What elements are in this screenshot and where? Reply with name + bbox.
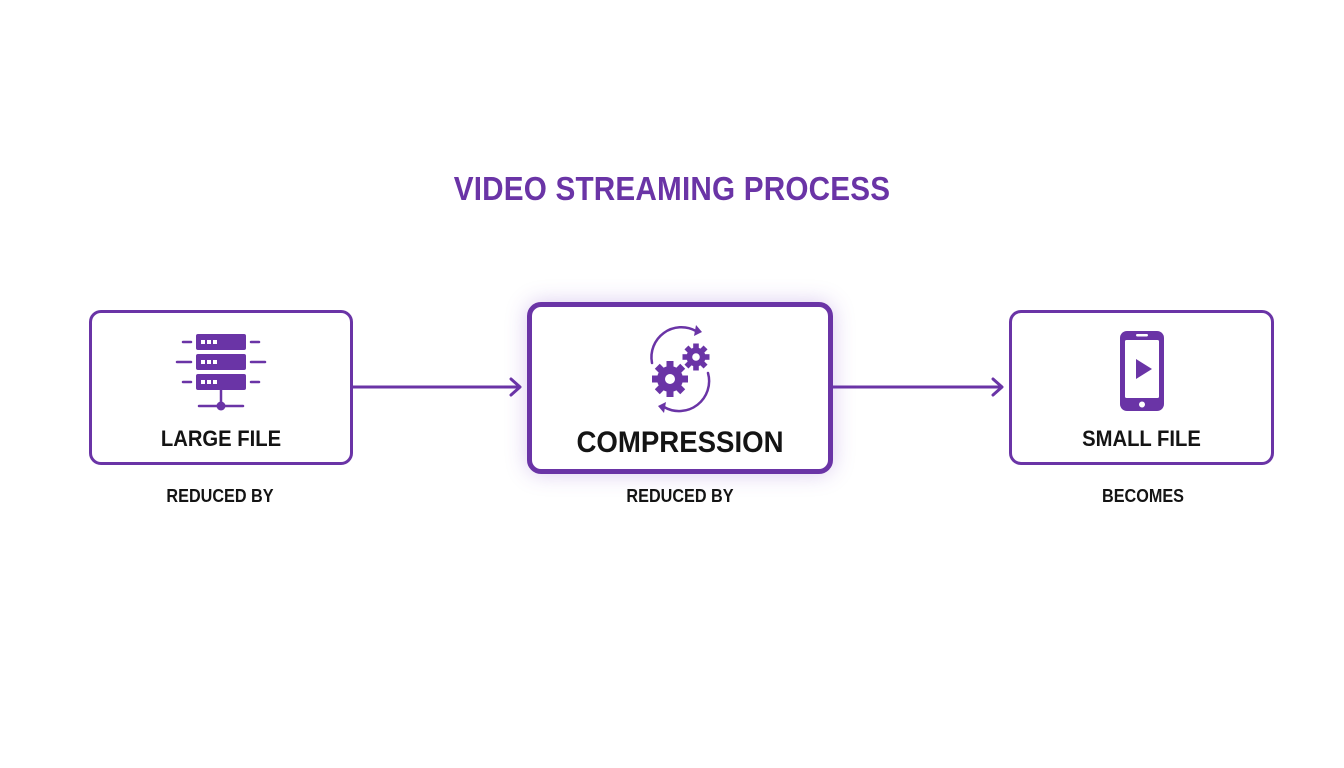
- caption-small-file: BECOMES: [1102, 486, 1184, 506]
- caption-large-file: REDUCED BY: [166, 486, 274, 506]
- arrow-large-to-compression: [353, 377, 522, 397]
- arrow-compression-to-small: [833, 377, 1004, 397]
- node-label: COMPRESSION: [576, 426, 784, 459]
- gears-icon: [638, 323, 722, 415]
- node-label: LARGE FILE: [160, 426, 282, 451]
- smartphone-play-icon: [1116, 329, 1168, 415]
- caption-compression: REDUCED BY: [626, 486, 734, 506]
- node-compression: COMPRESSION: [527, 302, 833, 474]
- diagram-title: VIDEO STREAMING PROCESS: [453, 170, 891, 207]
- node-small-file: SMALL FILE: [1009, 310, 1274, 465]
- node-large-file: LARGE FILE: [89, 310, 353, 465]
- server-icon: [171, 330, 271, 416]
- node-label: SMALL FILE: [1082, 426, 1201, 451]
